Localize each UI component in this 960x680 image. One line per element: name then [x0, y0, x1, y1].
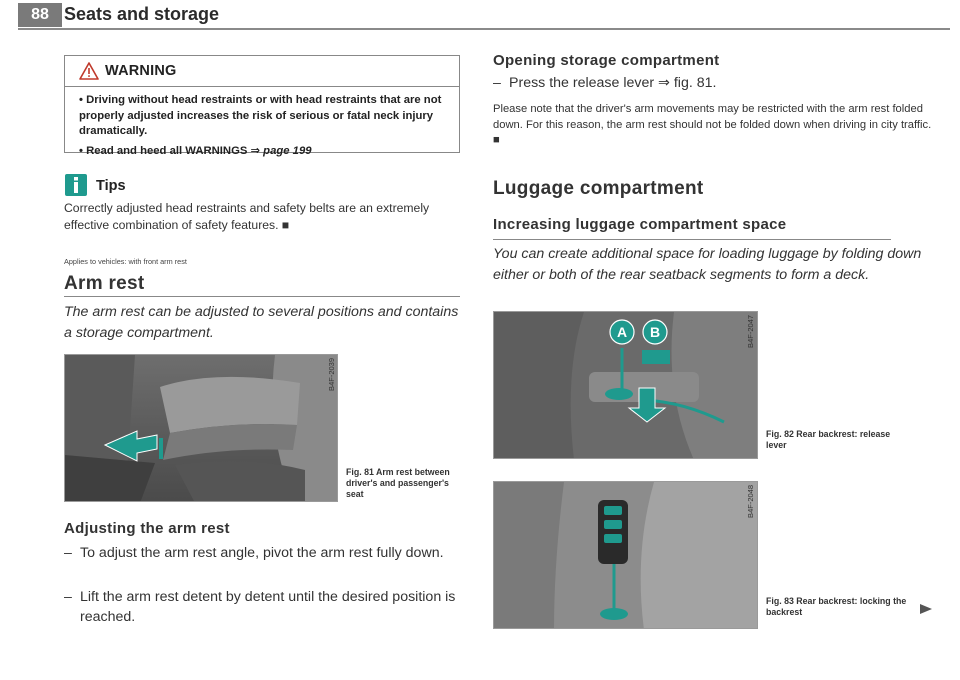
fig-82-code: B4F-2047	[746, 315, 755, 348]
fig-83-locking-backrest-photo	[493, 481, 758, 629]
opening-step-text: Press the release lever ⇒ fig. 81.	[509, 75, 717, 91]
continue-arrow-icon	[920, 604, 932, 614]
fig-82-label-a: A	[617, 324, 627, 340]
warning-body: • Driving without head restraints or wit…	[79, 93, 455, 159]
increase-space-rule	[493, 239, 891, 240]
adjust-step-1: –To adjust the arm rest angle, pivot the…	[64, 545, 444, 561]
warning-page-link[interactable]: page 199	[263, 144, 312, 157]
adjust-step-1-text: To adjust the arm rest angle, pivot the …	[80, 545, 444, 561]
warning-header: WARNING	[65, 56, 459, 87]
warning-triangle-icon	[79, 62, 99, 80]
tips-text: Correctly adjusted head restraints and s…	[64, 201, 430, 232]
fig-83-caption: Fig. 83 Rear backrest: locking the backr…	[766, 596, 907, 617]
applies-to-note: Applies to vehicles: with front arm rest	[64, 257, 187, 266]
arm-rest-rule	[64, 296, 460, 297]
fig-82-label-b: B	[650, 324, 660, 340]
adjust-step-2: –Lift the arm rest detent by detent unti…	[64, 587, 464, 627]
header-rule	[18, 28, 950, 30]
warning-box: WARNING • Driving without head restraint…	[64, 55, 460, 157]
warning-bullet-1: • Driving without head restraints or wit…	[79, 94, 442, 137]
warning-text-1: Driving without head restraints or with …	[79, 94, 442, 137]
fig-83-code: B4F-2048	[746, 485, 755, 518]
warning-label: WARNING	[105, 63, 177, 79]
arm-rest-heading: Arm rest	[64, 273, 145, 294]
tips-label: Tips	[96, 178, 126, 194]
warning-bullet-2: • Read and heed all WARNINGS ⇒ page 199	[79, 144, 312, 157]
opening-storage-heading: Opening storage compartment	[493, 52, 720, 69]
adjust-step-2-text: Lift the arm rest detent by detent until…	[80, 589, 456, 625]
warning-text-2: Read and heed all WARNINGS ⇒	[86, 144, 264, 157]
fig-81-arm-rest-photo	[64, 354, 338, 502]
opening-step: –Press the release lever ⇒ fig. 81.	[493, 75, 717, 91]
info-i-icon	[65, 174, 87, 196]
page-number: 88	[18, 3, 62, 27]
fig-81-code: B4F-2039	[327, 358, 336, 391]
luggage-heading: Luggage compartment	[493, 178, 704, 199]
adjust-arm-rest-heading: Adjusting the arm rest	[64, 520, 230, 537]
opening-note: Please note that the driver's arm moveme…	[493, 103, 932, 146]
fig-82-release-lever-photo: A B	[493, 311, 758, 459]
increase-space-heading: Increasing luggage compartment space	[493, 216, 787, 233]
increase-space-intro: You can create additional space for load…	[493, 246, 922, 283]
section-title: Seats and storage	[64, 4, 220, 24]
fig-82-caption: Fig. 82 Rear backrest: release lever	[766, 429, 891, 450]
fig-81-caption: Fig. 81 Arm rest between driver's and pa…	[346, 467, 450, 499]
arm-rest-intro: The arm rest can be adjusted to several …	[64, 304, 459, 341]
